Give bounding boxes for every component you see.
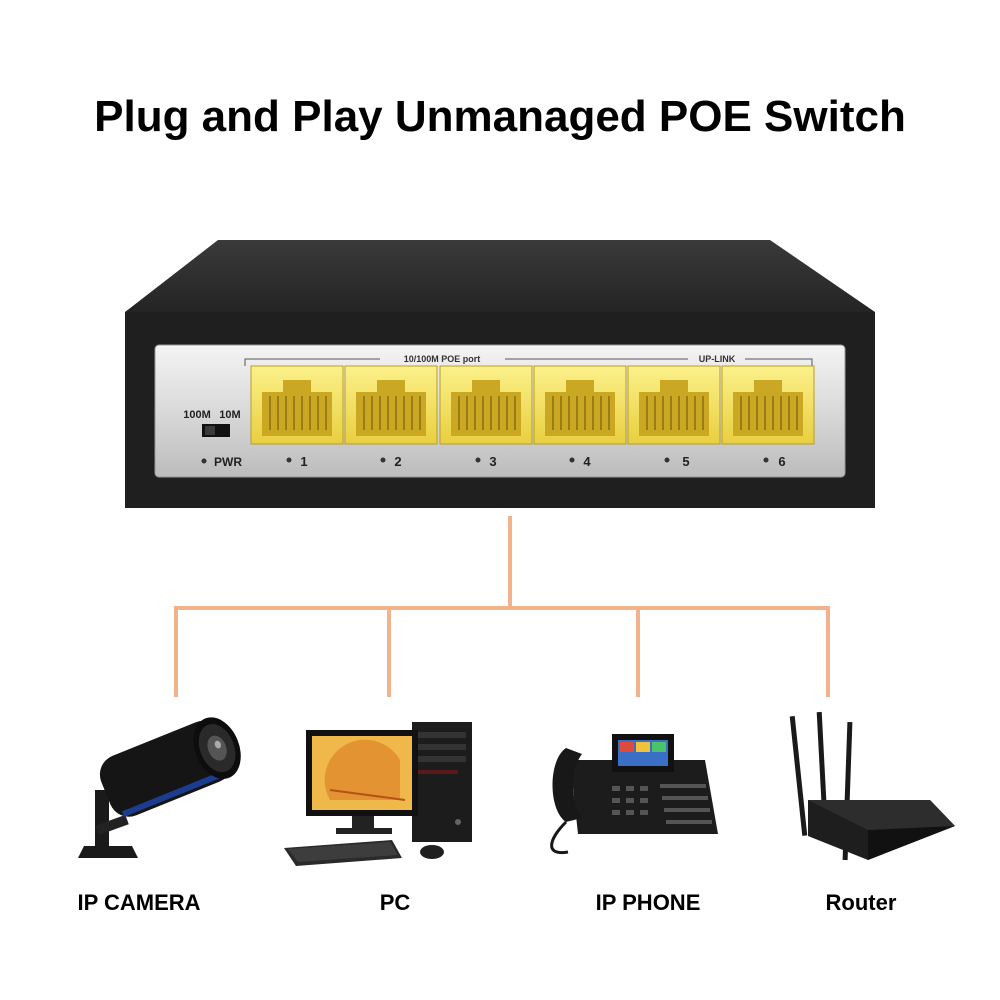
port-header xyxy=(244,358,813,366)
port-number-3: 3 xyxy=(489,454,496,469)
port-number-5: 5 xyxy=(682,454,689,469)
switch-top-surface xyxy=(125,240,875,312)
port-1[interactable] xyxy=(250,365,344,445)
speed-10m-label: 10M xyxy=(219,409,240,421)
device-label-router: Router xyxy=(825,890,897,915)
poe-switch: 10/100M POE port UP-LINK 100M 10M PWR xyxy=(125,240,875,508)
port-4[interactable] xyxy=(533,365,627,445)
pwr-label: PWR xyxy=(214,455,242,469)
port-5[interactable] xyxy=(627,365,721,445)
poe-port-header-label: 10/100M POE port xyxy=(404,354,481,364)
uplink-header-label: UP-LINK xyxy=(699,354,736,364)
pwr-led xyxy=(201,458,207,464)
port-number-6: 6 xyxy=(778,454,785,469)
speed-toggle-knob xyxy=(205,426,215,435)
port-number-2: 2 xyxy=(394,454,401,469)
device-label-pc: PC xyxy=(379,890,411,915)
router-icon xyxy=(789,711,955,861)
page-title: Plug and Play Unmanaged POE Switch xyxy=(94,92,906,141)
port-led-2 xyxy=(380,457,386,463)
port-led-1 xyxy=(286,457,292,463)
port-led-4 xyxy=(569,457,575,463)
device-label-ip-camera: IP CAMERA xyxy=(77,890,201,915)
pc-icon xyxy=(284,722,472,866)
device-label-ip-phone: IP PHONE xyxy=(595,890,701,915)
ip-camera-icon xyxy=(78,717,241,858)
port-number-4: 4 xyxy=(583,454,591,469)
speed-100m-label: 100M xyxy=(183,409,211,421)
port-number-1: 1 xyxy=(300,454,307,469)
port-3[interactable] xyxy=(439,365,533,445)
ip-phone-icon xyxy=(550,734,718,855)
port-2[interactable] xyxy=(344,365,438,445)
connection-tree xyxy=(174,516,830,697)
port-led-3 xyxy=(475,457,481,463)
port-led-6 xyxy=(763,457,769,463)
port-led-5 xyxy=(664,457,670,463)
port-6-uplink[interactable] xyxy=(721,365,815,445)
